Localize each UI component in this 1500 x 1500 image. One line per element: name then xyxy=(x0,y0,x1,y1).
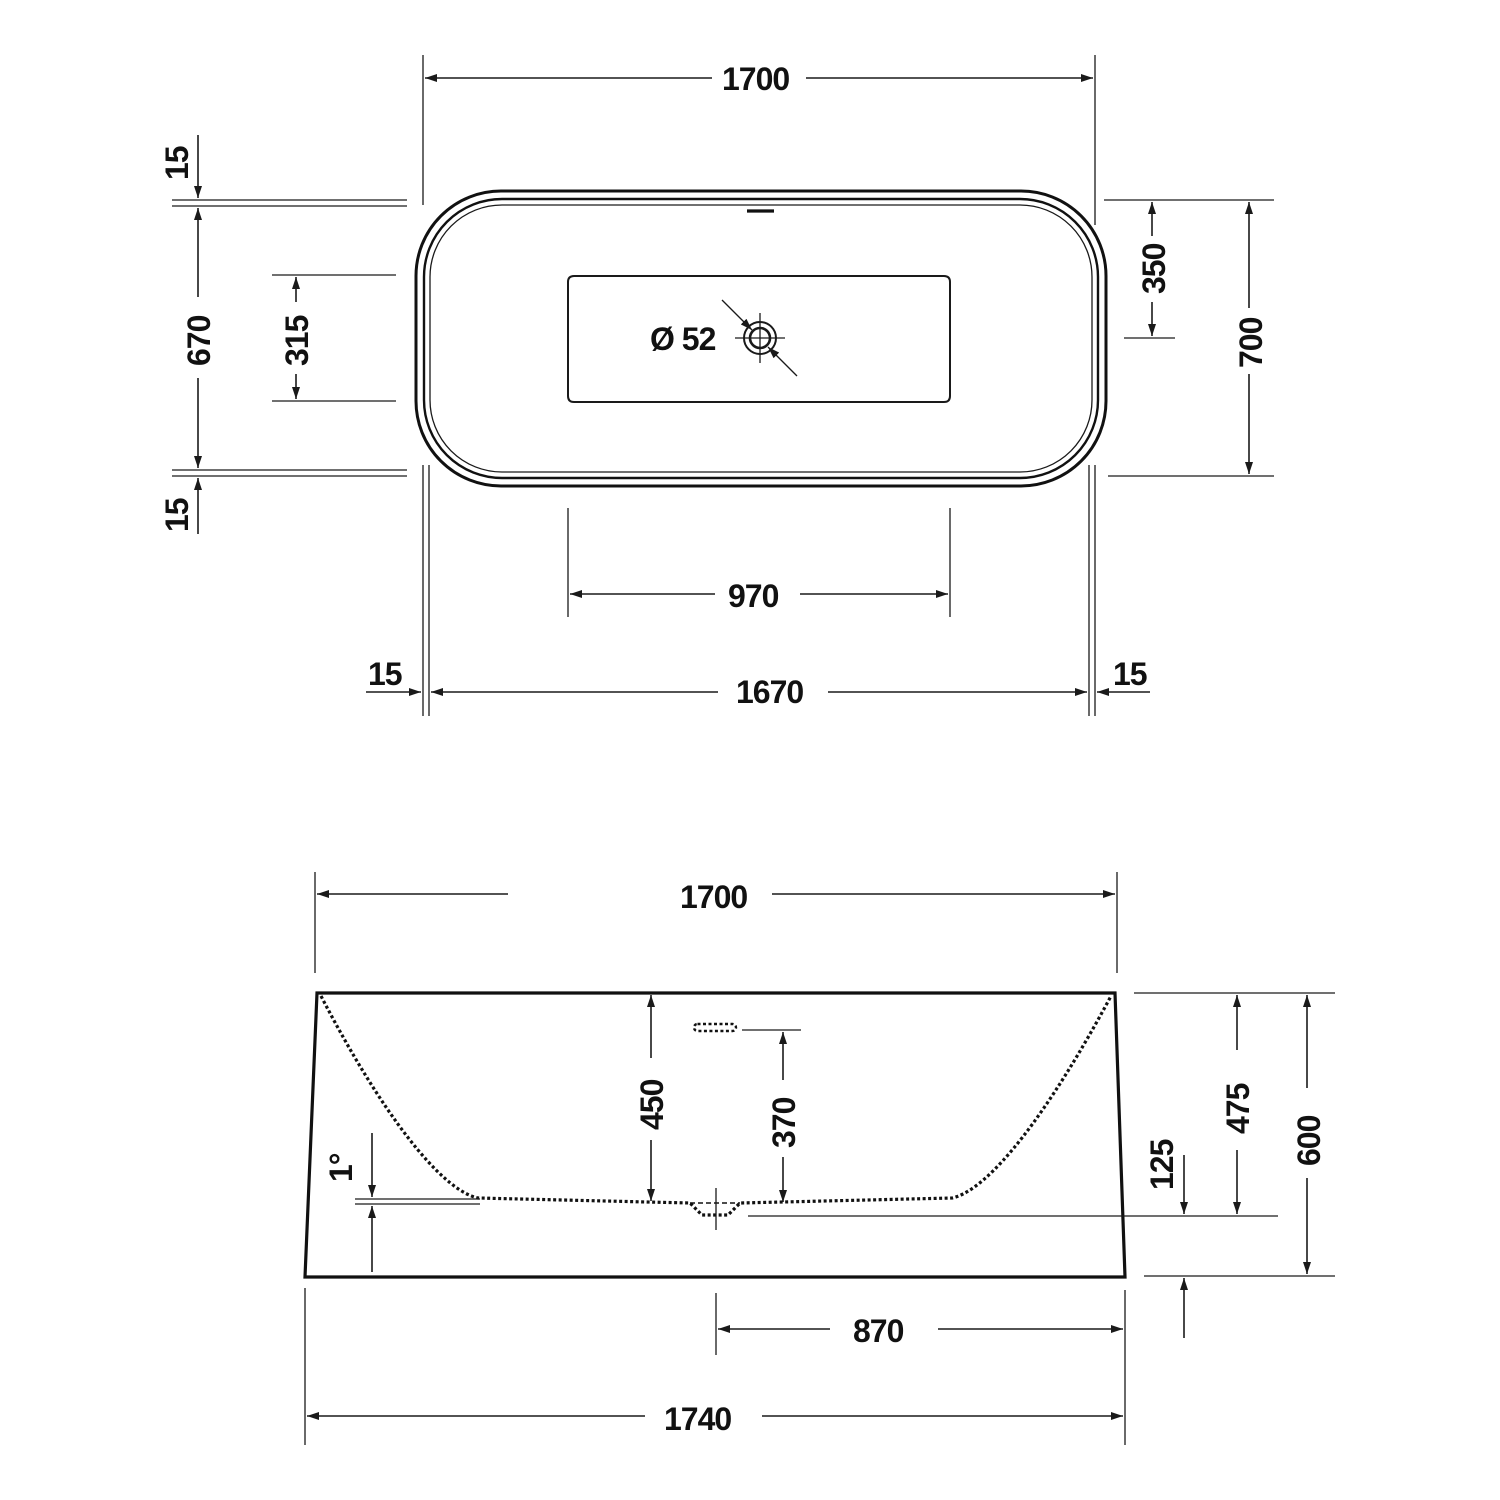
dim-plan-left-rim: 15 xyxy=(368,656,402,692)
dim-side-slope-angle: 1° xyxy=(323,1153,359,1182)
tub-floor xyxy=(567,275,951,403)
dim-side-overflow-height: 370 xyxy=(766,1097,802,1148)
dim-plan-right-rim: 15 xyxy=(1113,656,1147,692)
dim-plan-drain-offset: 350 xyxy=(1136,243,1172,294)
overflow-slot xyxy=(692,1022,738,1033)
dim-drain-diameter: Ø 52 xyxy=(650,321,716,357)
dim-plan-top-rim: 15 xyxy=(159,146,195,180)
dim-side-drain-to-end: 870 xyxy=(853,1313,904,1349)
dim-plan-overall-length: 1700 xyxy=(722,61,789,97)
dim-side-floor-to-rim: 475 xyxy=(1220,1083,1256,1134)
dim-side-inner-depth: 450 xyxy=(634,1079,670,1130)
dim-plan-floor-length: 970 xyxy=(728,578,779,614)
dim-plan-inner-width: 670 xyxy=(181,315,217,366)
dim-side-base-to-floor: 125 xyxy=(1144,1139,1180,1190)
dim-plan-overall-width: 700 xyxy=(1233,317,1269,368)
drain-icon xyxy=(721,299,798,377)
dim-plan-inner-length: 1670 xyxy=(736,674,803,710)
dim-side-top-length: 1700 xyxy=(680,879,747,915)
dim-plan-bottom-rim: 15 xyxy=(159,498,195,532)
tub-basin-edge xyxy=(429,204,1093,473)
tub-inner-profile xyxy=(319,995,1113,1217)
dim-side-base-length: 1740 xyxy=(664,1401,731,1437)
dim-plan-floor-width: 315 xyxy=(279,315,315,366)
tub-outer-rim xyxy=(414,189,1108,488)
plan-view: Ø 52 1700 15 670 15 315 350 700 xyxy=(159,55,1274,716)
tub-inner-rim xyxy=(422,197,1100,480)
tub-side-outline xyxy=(303,991,1127,1279)
side-view: 1700 450 370 1° 125 475 600 870 xyxy=(303,872,1335,1445)
dim-side-overall-height: 600 xyxy=(1291,1115,1327,1166)
